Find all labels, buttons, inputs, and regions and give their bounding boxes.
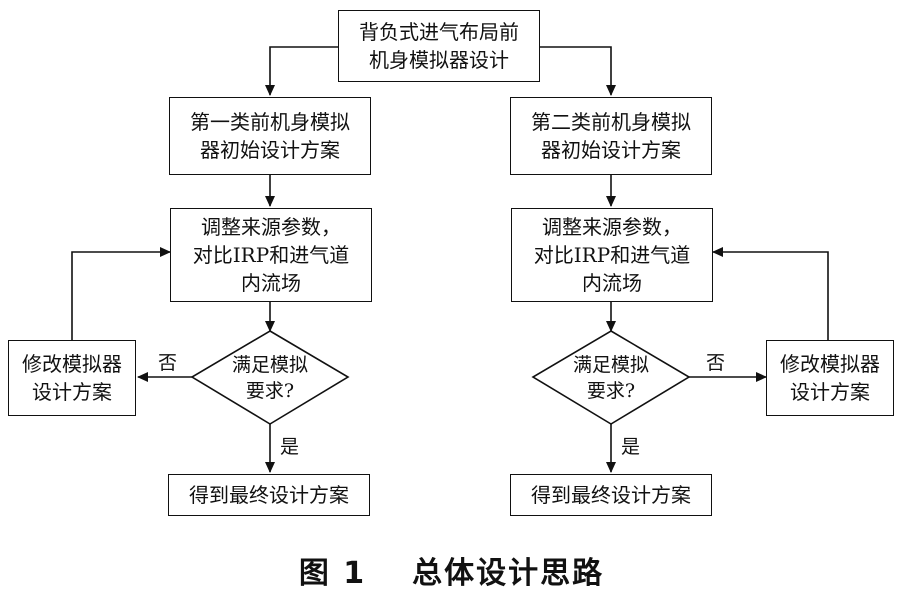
right-no-label: 否 — [706, 352, 726, 374]
arrow-right-modify-to-adjust — [712, 247, 829, 340]
left-adjust-line-2: 对比IRP和进气道 — [192, 243, 350, 267]
right-adjust-box: 调整来源参数， 对比IRP和进气道 内流场 — [511, 208, 713, 302]
top-box: 背负式进气布局前 机身模拟器设计 — [338, 10, 540, 82]
left-initial-line-2: 器初始设计方案 — [200, 138, 340, 162]
right-adjust-line-1: 调整来源参数， — [542, 215, 682, 239]
top-box-line-2: 机身模拟器设计 — [369, 48, 509, 72]
right-initial-line-1: 第二类前机身模拟 — [531, 110, 691, 134]
right-decision-diamond — [531, 330, 691, 425]
left-adjust-box: 调整来源参数， 对比IRP和进气道 内流场 — [170, 208, 372, 302]
left-decision-line-2: 要求? — [245, 380, 295, 402]
right-decision-line-1: 满足模拟 — [572, 354, 649, 376]
right-decision-text: 满足模拟 要求? — [551, 351, 671, 405]
left-initial-line-1: 第一类前机身模拟 — [190, 110, 350, 134]
right-modify-line-2: 设计方案 — [790, 380, 870, 404]
figure-caption: 图 1 总体设计思路 — [0, 548, 903, 592]
left-decision-diamond — [190, 330, 350, 425]
right-modify-line-1: 修改模拟器 — [780, 352, 880, 376]
left-modify-line-1: 修改模拟器 — [22, 352, 122, 376]
left-modify-line-2: 设计方案 — [32, 380, 112, 404]
right-decision-line-2: 要求? — [586, 380, 636, 402]
top-box-line-1: 背负式进气布局前 — [359, 20, 519, 44]
right-final-line-1: 得到最终设计方案 — [531, 483, 691, 507]
right-adjust-line-2: 对比IRP和进气道 — [533, 243, 691, 267]
left-modify-box: 修改模拟器 设计方案 — [8, 340, 136, 416]
left-adjust-line-3: 内流场 — [241, 271, 301, 295]
left-final-line-1: 得到最终设计方案 — [189, 483, 349, 507]
left-adjust-line-1: 调整来源参数， — [201, 215, 341, 239]
right-adjust-line-3: 内流场 — [582, 271, 642, 295]
arrow-top-to-right-initial — [540, 46, 616, 96]
right-yes-label: 是 — [621, 436, 641, 458]
left-decision-text: 满足模拟 要求? — [210, 351, 330, 405]
right-initial-line-2: 器初始设计方案 — [541, 138, 681, 162]
arrow-top-to-left-initial — [265, 46, 338, 96]
left-yes-label: 是 — [280, 436, 300, 458]
figure-title: 总体设计思路 — [412, 556, 605, 591]
right-final-box: 得到最终设计方案 — [510, 474, 712, 516]
left-no-label: 否 — [158, 352, 178, 374]
left-final-box: 得到最终设计方案 — [168, 474, 370, 516]
right-initial-box: 第二类前机身模拟 器初始设计方案 — [510, 97, 712, 175]
arrow-left-modify-to-adjust — [71, 247, 171, 340]
left-decision-line-1: 满足模拟 — [231, 354, 308, 376]
right-modify-box: 修改模拟器 设计方案 — [766, 340, 894, 416]
figure-number: 图 1 — [298, 556, 367, 591]
left-initial-box: 第一类前机身模拟 器初始设计方案 — [169, 97, 371, 175]
